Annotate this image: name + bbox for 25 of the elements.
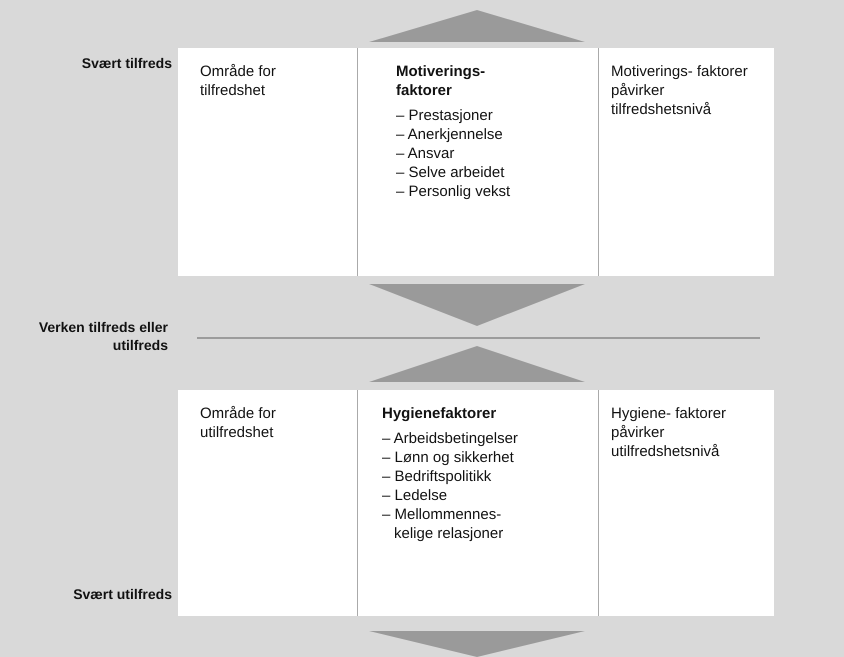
list-item: – Mellommennes- kelige relasjoner: [382, 505, 504, 543]
table-cell: [357, 390, 598, 616]
list-item: – Prestasjoner: [396, 106, 494, 125]
list-item: – Selve arbeidet: [396, 163, 506, 182]
table-cell: [598, 390, 774, 616]
list-item: – Arbeidsbetingelser: [382, 429, 519, 448]
list-item: – Ledelse: [382, 486, 448, 505]
cell-heading: Motiverings- faktorer: [396, 62, 486, 100]
cell-text: Område for tilfredshet: [200, 62, 277, 100]
cell-text: Motiverings- faktorer påvirker tilfredshetsnivå: [611, 62, 749, 119]
list-item: – Personlig vekst: [396, 182, 512, 201]
list-item: – Anerkjennelse: [396, 125, 504, 144]
scale-label: Svært utilfreds: [72, 585, 172, 603]
table-cell: [178, 48, 357, 276]
table-cell: [178, 390, 357, 616]
table-cell: [598, 48, 774, 276]
cell-text: Område for utilfredshet: [200, 404, 277, 442]
list-item: – Ansvar: [396, 144, 456, 163]
cell-heading: Hygienefaktorer: [382, 404, 498, 423]
scale-label: Verken tilfreds eller utilfreds: [38, 318, 168, 354]
cell-text: Hygiene- faktorer påvirker utilfredshetsnivå: [611, 404, 728, 461]
list-item: – Lønn og sikkerhet: [382, 448, 515, 467]
scale-label: Svært tilfreds: [80, 54, 172, 72]
list-item: – Bedriftspolitikk: [382, 467, 492, 486]
table-cell: [357, 48, 598, 276]
